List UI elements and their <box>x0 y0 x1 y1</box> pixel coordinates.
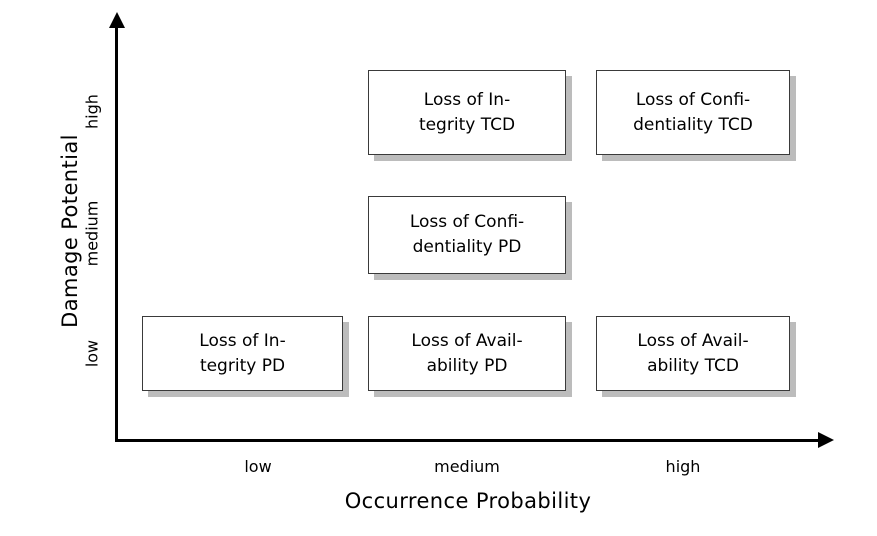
risk-box-line-2: ability PD <box>426 355 508 376</box>
risk-box-availability-pd[interactable]: Loss of Avail- ability PD <box>368 316 566 391</box>
x-axis-line <box>115 439 821 442</box>
y-tick-label-medium: medium <box>82 200 102 267</box>
risk-box-confidentiality-tcd[interactable]: Loss of Confi- dentiality TCD <box>596 70 790 155</box>
risk-box-integrity-tcd[interactable]: Loss of In- tegrity TCD <box>368 70 566 155</box>
risk-box-availability-tcd[interactable]: Loss of Avail- ability TCD <box>596 316 790 391</box>
y-axis-title: Damage Potential <box>58 134 82 328</box>
risk-box-confidentiality-pd[interactable]: Loss of Confi- dentiality PD <box>368 196 566 274</box>
x-tick-label-high: high <box>665 457 701 476</box>
risk-box-line-1: Loss of Confi- <box>409 212 525 233</box>
risk-box-line-2: tegrity TCD <box>418 114 516 135</box>
risk-box-line-1: Loss of Confi- <box>635 89 751 110</box>
y-tick-label-high: high <box>82 94 102 129</box>
y-axis-line <box>115 26 118 442</box>
risk-box-line-1: Loss of In- <box>199 330 286 351</box>
risk-box-line-2: ability TCD <box>647 355 739 376</box>
risk-box-line-1: Loss of Avail- <box>637 330 749 351</box>
y-axis-arrow-icon <box>109 12 125 28</box>
risk-box-line-2: dentiality TCD <box>633 114 753 135</box>
x-tick-label-medium: medium <box>434 457 500 476</box>
x-tick-label-low: low <box>244 457 272 476</box>
risk-box-line-2: tegrity PD <box>199 355 286 376</box>
x-axis-arrow-icon <box>818 432 834 448</box>
risk-box-line-1: Loss of Avail- <box>411 330 523 351</box>
risk-box-line-1: Loss of In- <box>423 89 511 110</box>
y-tick-label-low: low <box>82 339 102 368</box>
risk-box-line-2: dentiality PD <box>412 237 522 257</box>
risk-box-integrity-pd[interactable]: Loss of In- tegrity PD <box>142 316 343 391</box>
x-axis-title: Occurrence Probability <box>344 489 592 513</box>
